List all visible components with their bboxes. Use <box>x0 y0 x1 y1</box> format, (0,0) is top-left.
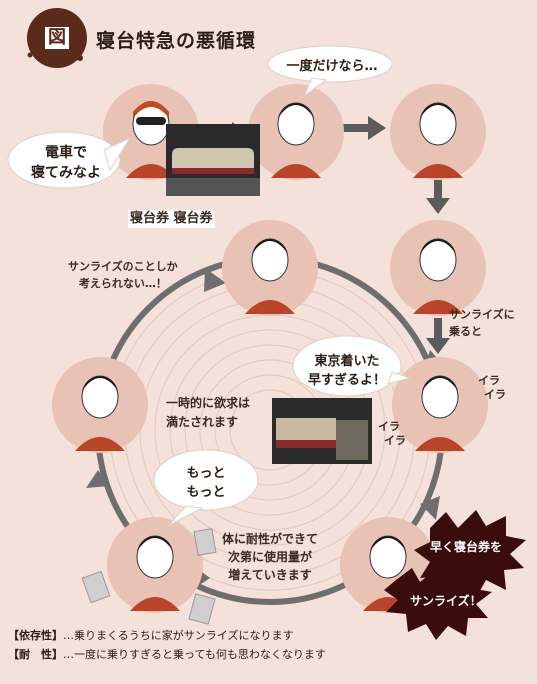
definition-text: …一度に乗りすぎると乗っても何も思わなくなります <box>63 648 326 661</box>
definition-text: …乗りまくるうちに家がサンライズになります <box>63 629 294 642</box>
bubble-just-once: 一度だけなら… <box>286 59 378 74</box>
only-sunrise-text: サンライズのことしか 考えられない…！ <box>68 260 178 290</box>
bubble-hint-text: 電車で 寝てみなよ <box>31 145 101 181</box>
page-title: 寝台特急の悪循環 <box>96 30 257 52</box>
title-badge-label: 図 <box>48 27 66 48</box>
temp-satisfied-text: 一時的に欲求は 満たされます <box>166 396 251 429</box>
definition-term: 【耐 性】 <box>8 648 63 661</box>
person-5 <box>245 238 295 314</box>
ride-then-text: サンライズに 乗ると <box>449 308 515 338</box>
burst-sunrise-text: サンライズ！ <box>410 594 482 608</box>
tickets-label: 寝台券 寝台券 <box>128 210 215 228</box>
person-8 <box>130 535 180 611</box>
tolerance-text: 体に耐性ができて 次第に使用量が 増えていきます <box>222 532 319 582</box>
ira-4: イラ <box>384 434 406 447</box>
ira-3: イラ <box>378 420 400 433</box>
definition-dependency: 【依存性】…乗りまくるうちに家がサンライズになります <box>8 626 326 645</box>
title-badge <box>27 8 87 68</box>
person-3 <box>413 102 463 178</box>
person-6 <box>75 375 125 451</box>
person-7 <box>415 375 465 451</box>
ticket-icons <box>81 528 217 625</box>
arrive-tokyo-text: 東京着いた 早すぎるよ！ <box>307 354 386 388</box>
burst-ticket-text: 早く寝台券を <box>430 540 503 554</box>
train-photo-2 <box>272 398 372 464</box>
person-9 <box>363 535 413 611</box>
person-figures <box>75 101 465 611</box>
definition-term: 【依存性】 <box>8 629 63 642</box>
train-photo-1 <box>166 124 260 196</box>
speech-bubbles <box>7 45 412 527</box>
ira-1: イラ <box>478 374 500 387</box>
person-4 <box>413 238 463 314</box>
ira-2: イラ <box>484 388 506 401</box>
definitions: 【依存性】…乗りまくるうちに家がサンライズになります 【耐 性】…一度に乗りすぎ… <box>8 626 326 664</box>
burst-shapes <box>384 510 526 640</box>
person-2 <box>271 102 321 178</box>
more-more-text: もっと もっと <box>186 466 226 500</box>
definition-tolerance: 【耐 性】…一度に乗りすぎると乗っても何も思わなくなります <box>8 645 326 664</box>
